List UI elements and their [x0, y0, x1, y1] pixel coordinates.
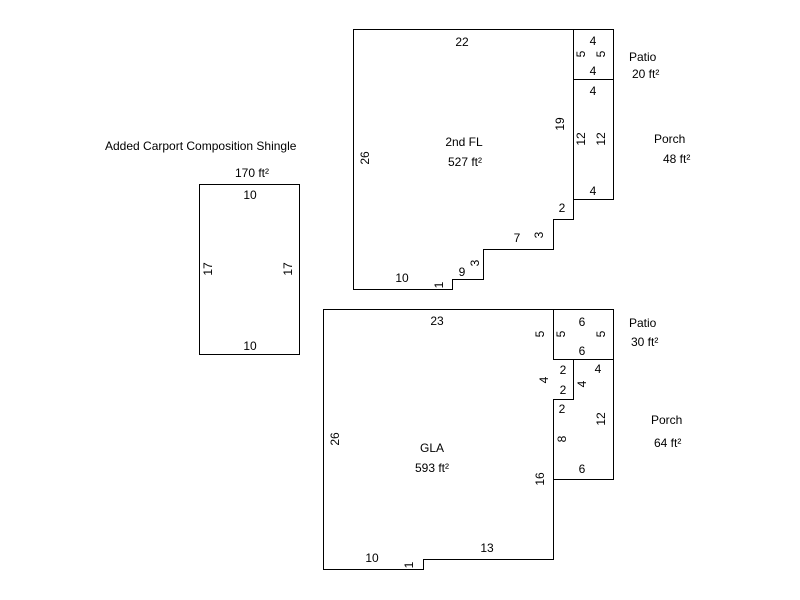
- gla-patio-name: Patio: [629, 316, 657, 330]
- gla-porch-dim-bottom: 6: [579, 462, 586, 476]
- porch-dim-bottom: 4: [590, 184, 597, 198]
- gla: 23 26 5 2 4 2 16 13 1 10 GLA 593 ft² 6 6…: [323, 309, 682, 570]
- porch-dim-right: 12: [594, 132, 608, 146]
- carport-dim-right: 17: [281, 262, 295, 276]
- gla-dim-bottom-left: 10: [365, 551, 379, 565]
- second-floor-dim-step4a: 9: [459, 265, 466, 279]
- gla-porch-dim-notch-side: 4: [575, 380, 589, 387]
- patio-dim-bottom: 4: [590, 64, 597, 78]
- carport-outline: [199, 184, 300, 355]
- gla-porch-dim-top: 4: [595, 362, 602, 376]
- second-floor-dim-bottom: 10: [395, 271, 409, 285]
- porch-dim-top: 4: [590, 84, 597, 98]
- carport-dim-bottom: 10: [243, 339, 257, 353]
- second-floor-dim-top: 22: [455, 35, 469, 49]
- gla-name: GLA: [420, 441, 444, 455]
- gla-dim-left: 26: [328, 432, 342, 446]
- second-floor-porch-area: 48 ft²: [663, 152, 690, 166]
- gla-patio-dim-right: 5: [594, 330, 608, 337]
- second-floor-name: 2nd FL: [445, 135, 483, 149]
- gla-patio-dim-left: 5: [554, 330, 568, 337]
- second-floor-area: 527 ft²: [448, 155, 482, 169]
- gla-dim-right-upper: 5: [533, 330, 547, 337]
- second-floor: 22 26 19 2 3 7 9 3 1 10 2nd FL 527 ft² 4…: [353, 29, 690, 290]
- gla-outline: [323, 309, 574, 570]
- gla-dim-right-lower: 16: [533, 472, 547, 486]
- gla-dim-step: 1: [402, 561, 416, 568]
- second-floor-patio-area: 20 ft²: [632, 67, 659, 81]
- patio-dim-right: 5: [594, 50, 608, 57]
- gla-patio-area: 30 ft²: [631, 335, 658, 349]
- gla-dim-notch-top: 2: [560, 363, 567, 377]
- patio-dim-top: 4: [590, 34, 597, 48]
- patio-dim-left: 5: [574, 50, 588, 57]
- second-floor-dim-left: 26: [358, 151, 372, 165]
- gla-dim-bottom-right: 13: [480, 541, 494, 555]
- second-floor-dim-step4b: 3: [468, 259, 482, 266]
- gla-porch-name: Porch: [651, 413, 682, 427]
- carport-area: 170 ft²: [235, 166, 269, 180]
- second-floor-dim-step3: 7: [514, 231, 521, 245]
- second-floor-dim-step5: 1: [432, 281, 446, 288]
- gla-porch-area: 64 ft²: [654, 436, 681, 450]
- gla-porch-outline: [553, 359, 614, 480]
- second-floor-dim-right: 19: [553, 117, 567, 131]
- porch-dim-left: 12: [574, 132, 588, 146]
- gla-porch-dim-left: 8: [555, 435, 569, 442]
- gla-dim-top: 23: [430, 314, 444, 328]
- gla-patio-dim-bottom: 6: [579, 344, 586, 358]
- second-floor-patio-name: Patio: [629, 50, 657, 64]
- second-floor-dim-step2: 3: [532, 231, 546, 238]
- carport: Added Carport Composition Shingle 170 ft…: [105, 139, 300, 355]
- gla-dim-notch-side: 4: [537, 376, 551, 383]
- carport-dim-top: 10: [243, 188, 257, 202]
- second-floor-porch-outline: [573, 79, 614, 200]
- gla-porch-dim-right: 12: [594, 412, 608, 426]
- carport-title: Added Carport Composition Shingle: [105, 139, 297, 153]
- gla-porch-dim-notch: 2: [559, 402, 566, 416]
- carport-dim-left: 17: [201, 262, 215, 276]
- second-floor-porch-name: Porch: [654, 132, 685, 146]
- second-floor-dim-step1: 2: [559, 201, 566, 215]
- gla-patio-dim-top: 6: [579, 315, 586, 329]
- gla-area: 593 ft²: [415, 461, 449, 475]
- gla-dim-notch-bottom: 2: [560, 383, 567, 397]
